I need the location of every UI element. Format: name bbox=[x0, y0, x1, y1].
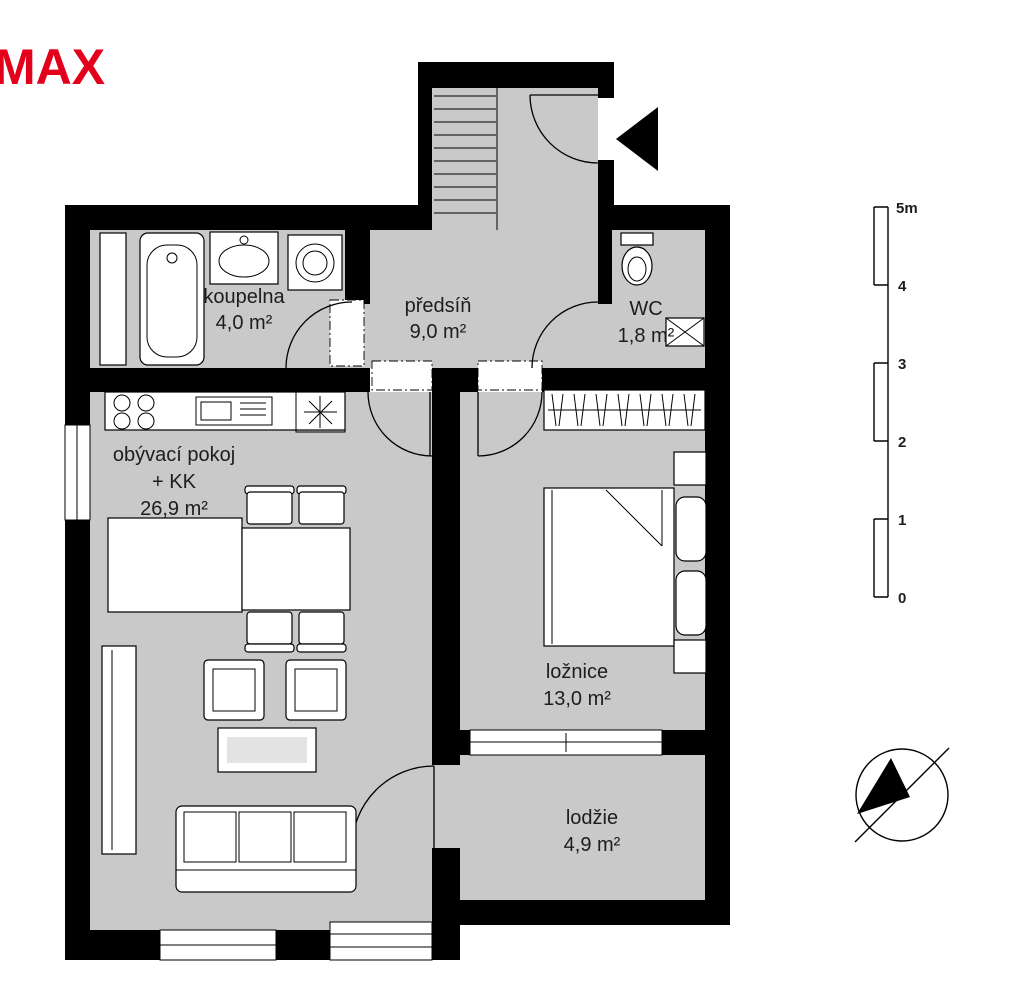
bathroom-sink bbox=[209, 231, 279, 285]
room-area: 26,9 m² bbox=[140, 498, 208, 520]
room-labels: koupelna 4,0 m² předsíň 9,0 m² WC 1,8 m²… bbox=[113, 286, 675, 856]
room-name: WC bbox=[629, 298, 662, 320]
room-name-line2: + KK bbox=[152, 471, 197, 493]
room-area: 1,8 m² bbox=[618, 325, 675, 347]
windows bbox=[64, 98, 663, 961]
bathroom-fixtures bbox=[99, 231, 343, 366]
opening-living bbox=[371, 360, 433, 391]
scale-mark-3: 3 bbox=[898, 356, 906, 373]
dining-chair bbox=[244, 485, 295, 525]
dining-table bbox=[241, 527, 351, 611]
entrance-door-opening bbox=[598, 98, 614, 160]
room-area: 13,0 m² bbox=[543, 688, 611, 710]
scale-mark-5m: 5m bbox=[896, 200, 918, 217]
room-name: koupelna bbox=[203, 286, 285, 308]
room-label-obyvaci-pokoj: obývací pokoj + KK 26,9 m² bbox=[113, 444, 235, 520]
bathroom-shelf bbox=[99, 232, 127, 366]
dining-chair bbox=[244, 611, 295, 653]
scale-mark-1: 1 bbox=[898, 512, 906, 529]
room-name: předsíň bbox=[405, 295, 472, 317]
room-label-predsin: předsíň 9,0 m² bbox=[405, 295, 472, 343]
window-left bbox=[64, 424, 91, 521]
stove bbox=[113, 394, 155, 430]
window-bottom-small bbox=[159, 929, 277, 961]
room-area: 9,0 m² bbox=[410, 321, 467, 343]
washing-machine bbox=[287, 234, 343, 291]
wc-fixtures bbox=[620, 232, 705, 347]
rug bbox=[217, 727, 317, 773]
room-name: obývací pokoj bbox=[113, 444, 235, 466]
room-area: 4,9 m² bbox=[564, 834, 621, 856]
dashed-openings bbox=[329, 299, 543, 391]
door-entrance bbox=[529, 94, 599, 164]
pillow bbox=[675, 570, 707, 636]
bathtub bbox=[139, 232, 205, 366]
remax-logo: MAX bbox=[0, 39, 106, 95]
wc-heater bbox=[665, 317, 705, 347]
entrance-arrow-icon bbox=[616, 107, 658, 171]
walls bbox=[65, 62, 730, 960]
door-bathroom bbox=[285, 301, 353, 369]
toilet bbox=[620, 232, 654, 286]
armchair bbox=[203, 659, 265, 721]
room-label-lodzie: lodžie 4,9 m² bbox=[564, 807, 621, 856]
window-loggia-french bbox=[469, 729, 663, 756]
bed bbox=[543, 487, 675, 647]
kitchen-sink bbox=[195, 396, 273, 426]
kitchen-hob-symbol bbox=[295, 391, 346, 433]
room-area: 4,0 m² bbox=[216, 312, 273, 334]
living-furniture bbox=[101, 485, 357, 893]
entrance-stairs bbox=[434, 88, 498, 230]
window-bottom-large bbox=[329, 921, 433, 961]
tall-cabinet bbox=[101, 645, 137, 855]
scale-bar: 5m 4 3 2 1 0 bbox=[873, 200, 918, 607]
door-wc bbox=[531, 301, 599, 369]
nightstand bbox=[673, 451, 707, 486]
scale-mark-4: 4 bbox=[898, 278, 907, 295]
door-living bbox=[367, 391, 433, 457]
scale-mark-2: 2 bbox=[898, 434, 906, 451]
room-label-koupelna: koupelna 4,0 m² bbox=[203, 286, 285, 334]
armchair bbox=[285, 659, 347, 721]
bedroom-furniture bbox=[543, 389, 707, 674]
kitchen-island bbox=[107, 517, 243, 613]
opening-bedroom bbox=[477, 360, 543, 391]
room-name: lodžie bbox=[566, 807, 618, 829]
compass-icon bbox=[854, 747, 950, 843]
room-label-wc: WC 1,8 m² bbox=[618, 298, 675, 347]
wardrobe bbox=[543, 389, 706, 431]
room-label-loznice: ložnice 13,0 m² bbox=[543, 661, 611, 710]
scale-mark-0: 0 bbox=[898, 590, 906, 607]
room-name: ložnice bbox=[546, 661, 608, 683]
nightstand bbox=[673, 639, 707, 674]
shaft-bathroom bbox=[329, 299, 365, 367]
dining-chair bbox=[296, 611, 347, 653]
door-bedroom bbox=[477, 391, 543, 457]
sofa bbox=[175, 805, 357, 893]
pillow bbox=[675, 496, 707, 562]
dining-chair bbox=[296, 485, 347, 525]
kitchen-counter bbox=[104, 391, 346, 433]
